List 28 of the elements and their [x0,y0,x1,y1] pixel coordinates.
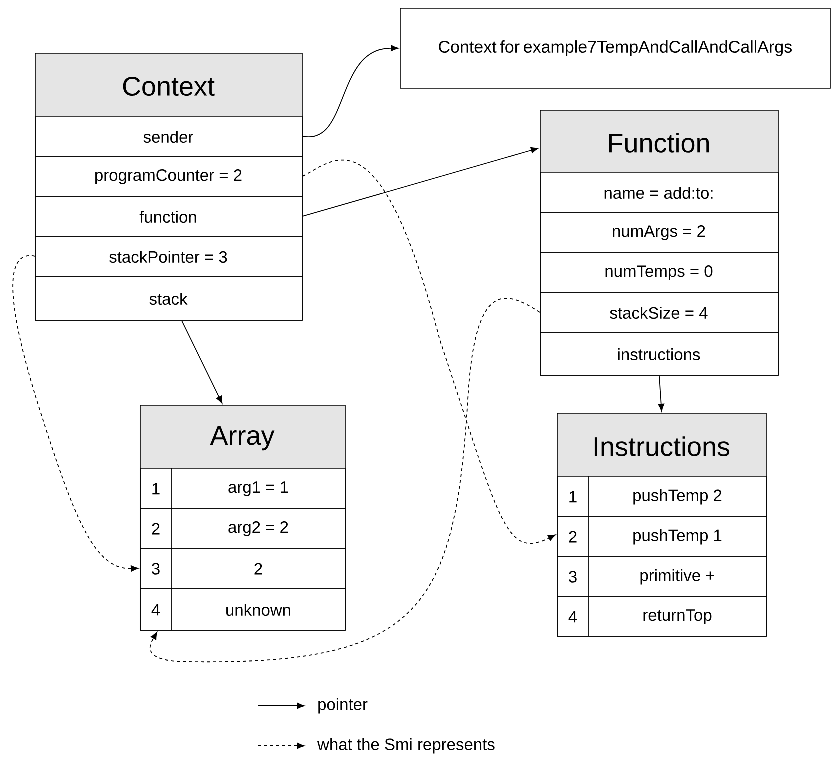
field-row: 4 unknown [140,588,346,631]
field-row: sender [35,116,303,157]
arrow [658,375,665,412]
field-row: 1 arg1 = 1 [140,468,346,509]
field-row: 1 pushTemp 2 [557,476,767,517]
field-row: programCounter = 2 [35,156,303,197]
object-box: Context for example7TempAndCallAndCallArgs [400,8,831,89]
arrow [302,147,539,217]
legend-label: pointer [318,698,368,714]
field-row: stackPointer = 3 [35,236,303,277]
dashed-arrow [12,256,139,572]
field-row: 4 returnTop [557,596,767,637]
field-row: name = add:to: [540,172,779,213]
field-row: 3 primitive + [557,556,767,597]
field-row: instructions [540,332,779,376]
field-row: stack [35,276,303,321]
field-row: numTemps = 0 [540,252,779,293]
arrow [182,320,223,404]
field-row: numArgs = 2 [540,212,779,253]
field-row: stackSize = 4 [540,292,779,333]
field-row: 3 2 [140,548,346,589]
dashed-arrow [150,298,540,662]
legend-label: what the Smi represents [318,738,495,754]
arrow [302,45,399,138]
field-row: function [35,196,303,237]
field-row: 2 arg2 = 2 [140,508,346,549]
dashed-arrow [302,160,556,544]
field-row: 2 pushTemp 1 [557,516,767,557]
